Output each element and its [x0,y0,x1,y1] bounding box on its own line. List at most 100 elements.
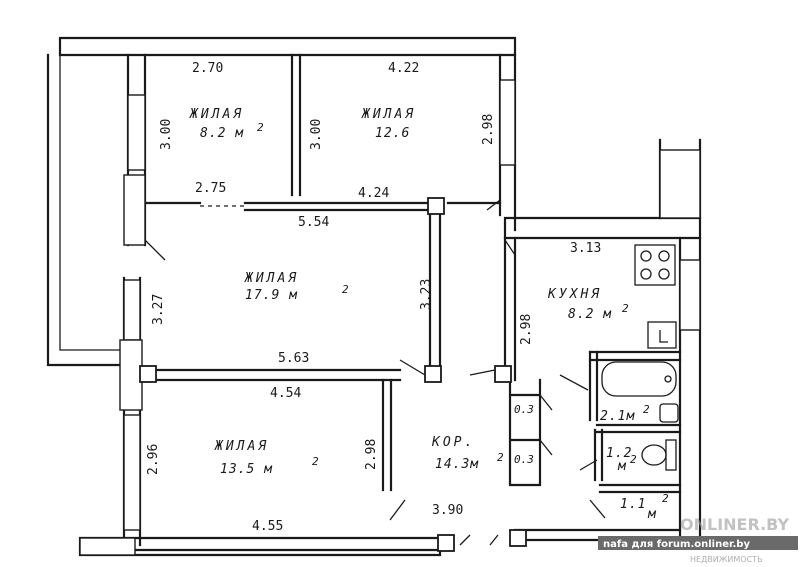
niche-top-area: 0.3 [514,403,534,416]
door-bath [559,374,589,391]
toilet-tank [665,439,677,471]
door-wc [579,459,598,471]
door-room3 [399,359,426,376]
door-corridor-kitchen [504,239,516,256]
post-2 [139,365,157,383]
dim-2-96: 2.96 [146,444,161,475]
room3-area: 17.9 м [245,288,298,303]
burner-3 [640,268,652,280]
doors [144,199,606,546]
wall-niches [508,378,542,487]
dim-4-24: 4.24 [358,186,389,201]
room4-area: 13.5 м [220,462,273,477]
fixtures [601,244,679,471]
toilet-bowl [641,444,667,466]
door-corridor-upper [486,199,501,211]
room4-label: ЖИЛАЯ [214,439,269,454]
wall-bath-wc [595,423,682,434]
dim-2-75: 2.75 [195,181,226,196]
entry-marks [459,534,499,546]
sink-tap [659,330,668,343]
wall-bath-left [588,350,599,422]
posts [139,197,527,552]
watermark-credit: nafa для forum.onliner.by [603,539,750,550]
niche-bottom-area: 0.3 [514,453,534,466]
dim-2-70: 2.70 [192,61,223,76]
corridor-label: КОР. [431,435,475,450]
room3-label: ЖИЛАЯ [244,271,299,286]
post-1 [427,197,445,215]
room1-label: ЖИЛАЯ [189,107,244,122]
bathtub-drain [664,375,672,383]
dim-2-98-a: 2.98 [481,114,496,145]
door-niche-bottom [539,439,553,456]
kitchen-area-sup: 2 [622,302,629,315]
dim-3-00-a: 3.00 [159,119,174,150]
window-left-2 [123,174,146,246]
dim-3-27: 3.27 [151,294,166,325]
dim-4-54: 4.54 [270,386,301,401]
door-niche-top [539,394,553,411]
room1-area: 8.2 м [200,126,244,141]
room3-area-sup: 2 [342,283,349,296]
dim-3-00-b: 3.00 [309,119,324,150]
door-closet [589,499,606,519]
wc-unit: м [617,459,627,474]
window-left-3 [123,279,141,341]
wall-room1-room2 [290,53,302,197]
wall-kitchen-top [503,216,702,240]
door-left-opening [144,239,166,261]
wall-wc-left [593,428,604,482]
dim-5-54: 5.54 [298,215,329,230]
closet-area: 1.1 [620,497,646,512]
room1-area-sup: 2 [257,121,264,134]
wc-area-sup: 2 [630,453,637,466]
wall-wc-bottom [598,483,682,494]
window-kitchen-outer [659,149,701,219]
room2-label: ЖИЛАЯ [361,107,416,122]
door-room4 [389,499,406,521]
dim-2-98-b: 2.98 [519,314,534,345]
window-left-5 [123,414,141,531]
post-6 [509,529,527,547]
bath-area: 2.1м [600,409,635,424]
corridor-area: 14.3м [435,457,479,472]
dim-2-98-c: 2.98 [364,439,379,470]
dim-4-22: 4.22 [388,61,419,76]
dimensions: 2.70 4.22 3.00 3.00 2.98 2.75 4.24 5.54 … [146,61,601,534]
dim-3-90: 3.90 [432,503,463,518]
wall-bath-top [588,350,682,362]
watermark-sub: НЕДВИЖИМОСТЬ [690,555,763,564]
burner-4 [658,268,670,280]
wc-area: 1.2 [606,446,632,461]
wash-basin [659,403,679,423]
closet-area-sup: 2 [662,492,669,505]
wall-left-upper [46,53,130,367]
window-left-1 [127,94,146,171]
post-3 [424,365,442,383]
window-bottom-left [79,537,136,556]
watermark: ONLINER.BY nafa для forum.onliner.by НЕД… [598,515,798,564]
wall-horizontal-upper [143,201,502,212]
closet-unit: м [647,507,657,522]
window-left-4 [119,339,143,411]
dim-5-63: 5.63 [278,351,309,366]
burner-1 [640,250,652,262]
wall-room4-right [381,378,393,492]
wall-corridor-kitchen [503,236,517,382]
bath-area-sup: 2 [643,403,650,416]
wall-room3-right [428,208,442,372]
post-4 [494,365,512,383]
dim-3-23: 3.23 [419,279,434,310]
bathtub [601,361,677,397]
window-right-upper [499,79,516,166]
dim-4-55: 4.55 [252,519,283,534]
wall-left-inner [59,55,128,351]
room2-area: 12.6 [375,126,410,141]
room-labels: ЖИЛАЯ 8.2 м 2 ЖИЛАЯ 12.6 ЖИЛАЯ 17.9 м 2 … [189,107,669,522]
watermark-credit-bg [598,536,798,550]
room4-area-sup: 2 [312,455,319,468]
sink [647,321,677,349]
corridor-area-sup: 2 [497,451,504,464]
